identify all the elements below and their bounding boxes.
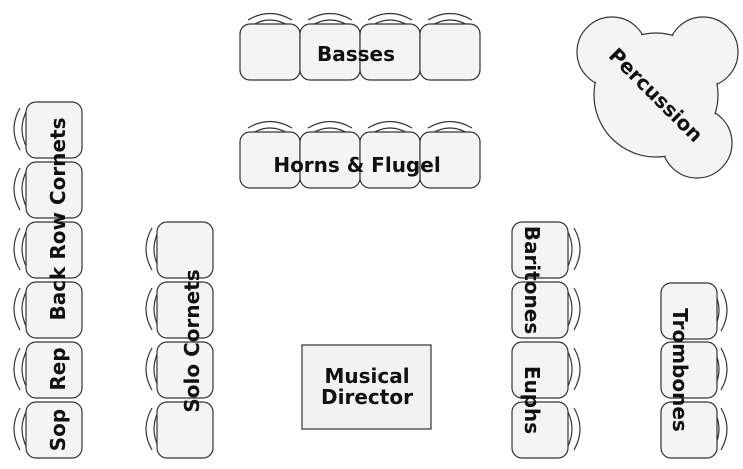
musical-director-line1: Musical [324,364,409,388]
chair [299,120,361,189]
baritones-label: Baritones [520,226,544,334]
basses-label: Basses [317,42,395,66]
chair [511,401,581,459]
basses-section: Basses [239,12,481,81]
chair [13,101,83,159]
euphs-label: Euphs [520,366,544,434]
percussion-section: Percussion [576,16,739,179]
horns-flugel-section: Horns & Flugel [239,120,481,189]
chair [239,12,301,81]
chair [239,120,301,189]
chair [511,221,581,279]
trombones-label: Trombones [668,308,692,432]
chair [359,120,421,189]
solo-cornets-section: Solo Cornets [145,221,214,459]
sop-label: Sop [46,409,70,451]
chair [660,282,728,340]
chair [13,161,83,219]
chair [13,401,83,459]
chair [359,12,421,81]
solo-cornets-label: Solo Cornets [180,269,204,412]
back-row-cornets-label: Back Row Cornets [46,118,70,321]
baritones-euphs-section: Baritones Euphs [511,221,581,459]
chair [13,221,83,279]
chair [145,401,214,459]
chair [145,341,214,399]
chair [511,281,581,339]
chair [419,12,481,81]
chair [13,341,83,399]
left-column-seats: Back Row Cornets Rep Sop [13,101,83,459]
musical-director-line2: Director [321,385,413,409]
chair [145,281,214,339]
chair [419,120,481,189]
chair [660,401,728,459]
chair [13,281,83,339]
chair [145,221,214,279]
chair [511,341,581,399]
horns-flugel-label: Horns & Flugel [273,153,440,177]
musical-director-podium: Musical Director [301,344,432,430]
trombones-section: Trombones [660,282,728,459]
chair [660,341,728,399]
rep-label: Rep [46,347,70,390]
